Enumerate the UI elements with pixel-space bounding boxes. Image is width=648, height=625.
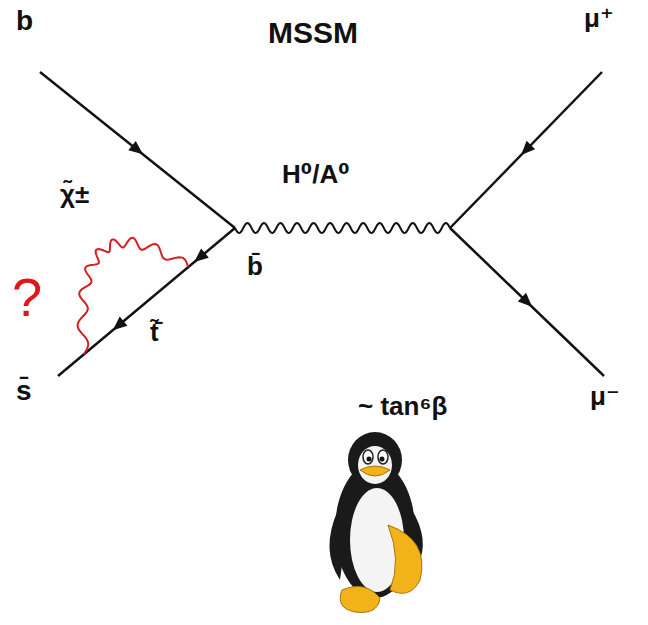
b-quark-line bbox=[40, 72, 235, 228]
fermion-arrow bbox=[128, 141, 143, 154]
fermion-arrow bbox=[521, 141, 535, 155]
fermion-arrow bbox=[194, 249, 209, 263]
particle-label: t̃̄ bbox=[150, 318, 159, 347]
particle-label: μ⁺ bbox=[584, 4, 614, 33]
boson-label: H⁰/A⁰ bbox=[282, 160, 350, 189]
s-quark-line bbox=[58, 228, 235, 376]
chargino-loop bbox=[78, 238, 188, 354]
higgs-propagator bbox=[235, 223, 450, 233]
particle-label: χ̃± bbox=[60, 180, 89, 209]
particle-label: b̄ bbox=[247, 252, 263, 281]
muon-plus-line bbox=[450, 72, 602, 228]
particle-label: μ⁻ bbox=[590, 382, 620, 411]
question-mark: ? bbox=[12, 268, 42, 327]
fermion-lines bbox=[40, 72, 604, 376]
fermion-arrow bbox=[113, 317, 128, 331]
fermion-arrow bbox=[518, 293, 532, 307]
scaling-note: ~ tan⁶β bbox=[358, 392, 447, 421]
penguin-picture bbox=[329, 432, 422, 612]
diagram-title: MSSM bbox=[268, 16, 358, 49]
quark-label: s̄ bbox=[16, 376, 32, 407]
muon-minus-line bbox=[450, 228, 604, 376]
quark-label: b bbox=[16, 6, 33, 37]
